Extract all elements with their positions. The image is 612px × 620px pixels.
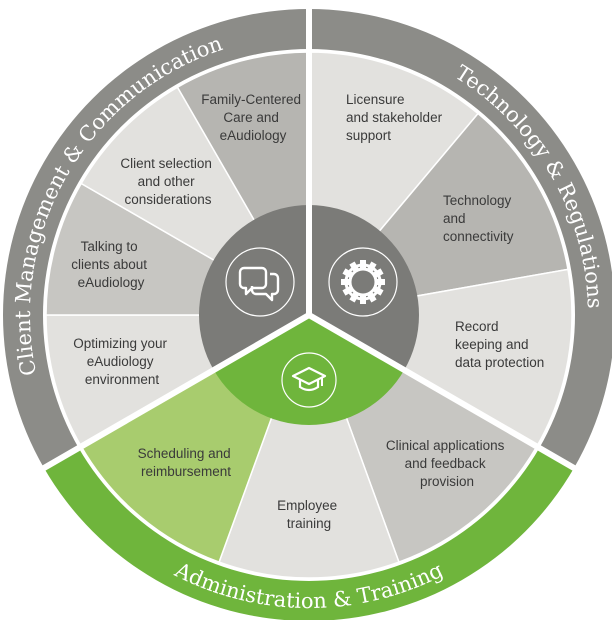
label-family-centered-care: Family-Centered Care and eAudiology [201, 92, 305, 143]
outer-ring [3, 9, 612, 620]
dividers [40, 7, 578, 472]
ring-section-client-management [3, 9, 310, 468]
label-record-keeping: Record keeping and data protection [455, 319, 544, 370]
ring-section-administration [43, 448, 575, 620]
label-optimizing-environment: Optimizing your eAudiology environment [73, 336, 171, 387]
segment-employee-training [218, 312, 400, 579]
label-client-selection: Client selection and other consideration… [120, 156, 215, 207]
gear-icon [328, 247, 398, 317]
ring-section-technology [309, 9, 612, 468]
label-scheduling-reimbursement: Scheduling and reimbursement [138, 446, 235, 479]
section-divider-2 [307, 312, 578, 472]
section-divider-3 [40, 312, 311, 472]
label-licensure: Licensure and stakeholder support [346, 92, 446, 143]
label-clinical-applications: Clinical applications and feedback provi… [386, 438, 508, 489]
label-technology-connectivity: Technology and connectivity [443, 193, 515, 244]
hub-section-training [213, 315, 405, 425]
label-talking-to-clients: Talking to clients about eAudiology [71, 239, 151, 290]
chat-bubbles-icon [225, 247, 295, 317]
graduation-cap-icon [281, 352, 337, 408]
label-employee-training: Employee training [277, 498, 341, 531]
gear-rim [344, 263, 382, 301]
